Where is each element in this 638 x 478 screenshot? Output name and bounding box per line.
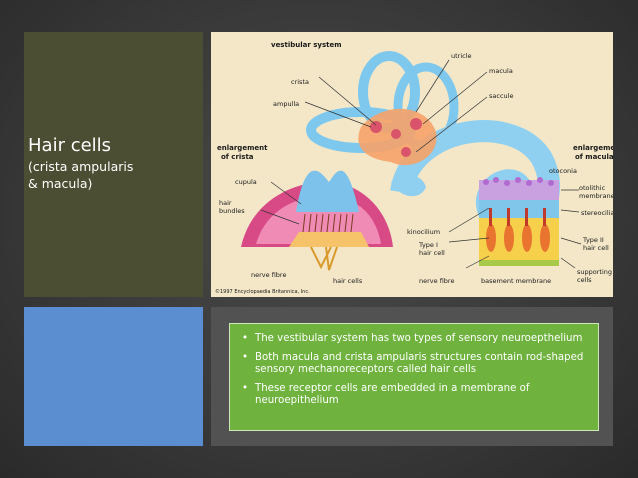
label-otoconia: otoconia [549, 167, 577, 175]
label-utricle: utricle [451, 52, 472, 60]
bullet-list: The vestibular system has two types of s… [230, 324, 598, 408]
bullet-box: The vestibular system has two types of s… [229, 323, 599, 431]
label-saccule: saccule [489, 92, 513, 100]
vestibule [358, 108, 437, 197]
title-panel [24, 32, 203, 297]
label-cupula: cupula [235, 178, 257, 186]
label-hair-cells: hair cells [333, 277, 363, 285]
blue-decor-panel [24, 307, 203, 446]
label-crista: crista [291, 78, 309, 86]
label-kinocilium: kinocilium [407, 228, 440, 236]
slide-title: Hair cells [28, 135, 112, 156]
bullet-item: The vestibular system has two types of s… [240, 333, 588, 346]
label-nerve-fibre-right: nerve fibre [419, 277, 454, 285]
label-macula: macula [489, 67, 513, 75]
label-vestibular-system: vestibular system [271, 41, 342, 49]
label-basement-membrane: basement membrane [481, 277, 551, 285]
slide-subtitle: (crista ampularis & macula) [28, 159, 134, 191]
bullet-item: Both macula and crista ampularis structu… [240, 352, 588, 377]
label-copyright: ©1997 Encyclopaedia Britannica, Inc. [215, 288, 310, 295]
vestibular-illustration: vestibular system utricle crista macula … [211, 32, 624, 297]
macula-enlargement [479, 177, 559, 266]
bullet-item: These receptor cells are embedded in a m… [240, 383, 588, 408]
label-ampulla: ampulla [273, 100, 299, 108]
crista-enlargement [241, 170, 393, 271]
label-stereocilia: stereocilia [581, 209, 613, 217]
label-nerve-fibre-left: nerve fibre [251, 271, 286, 279]
